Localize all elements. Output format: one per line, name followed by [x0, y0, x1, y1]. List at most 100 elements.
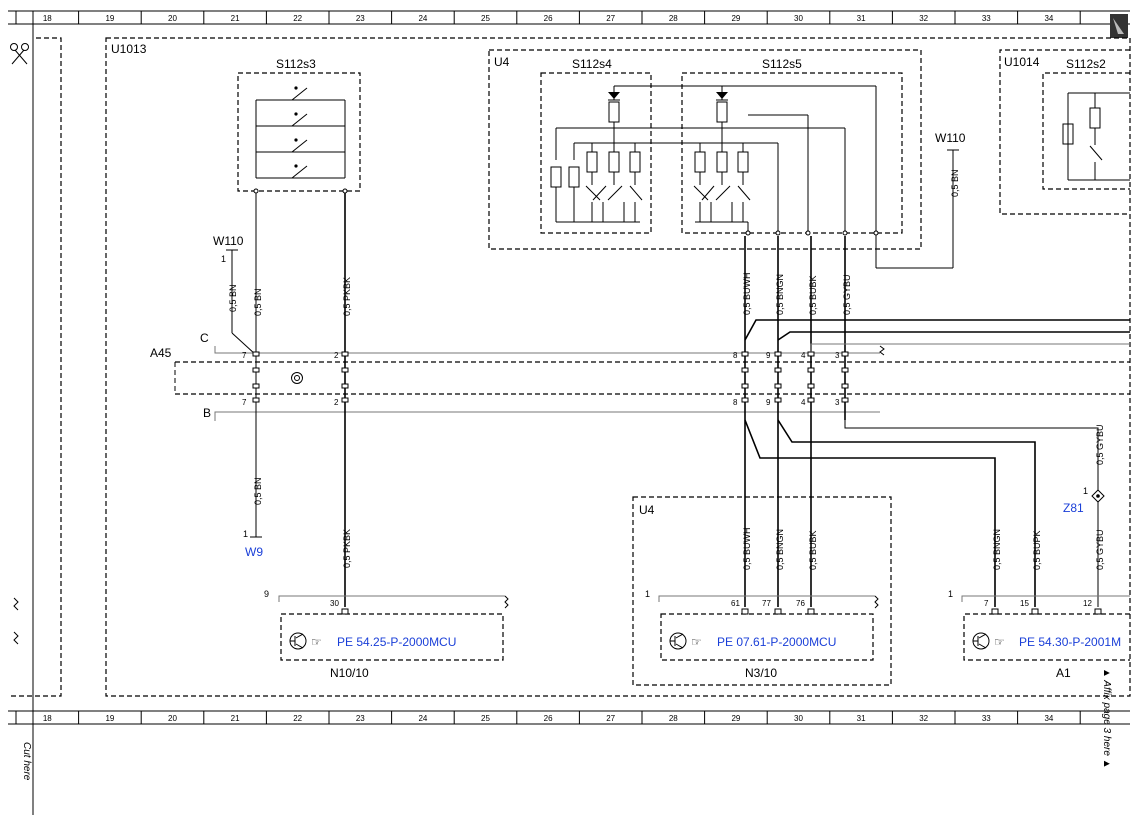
grid-column-number: 24: [418, 14, 427, 23]
bus-node: [774, 397, 782, 403]
w9-pin: 1: [243, 529, 248, 539]
bus-node: [807, 367, 815, 373]
switch-node: [294, 112, 298, 116]
wire-label-buwh-n3: 0,5 BUWH: [742, 527, 752, 570]
switch-contact: [291, 165, 308, 179]
pin-b9: 9: [766, 398, 771, 407]
wire-label-bupk-a1: 0,5 BUPK: [1032, 530, 1042, 570]
u4-bottom-label: U4: [639, 503, 655, 517]
u1014-label: U1014: [1004, 55, 1040, 69]
bus-node: [252, 397, 260, 403]
switch-node: [294, 86, 298, 90]
connector-symbol-icon: [291, 372, 303, 384]
s112s4-boundary: [540, 72, 652, 234]
bus-node: [741, 367, 749, 373]
grid-column-number: 28: [669, 714, 678, 723]
wire-label-pkbk-n10: 0,5 PKBK: [342, 529, 352, 568]
bus-node: [341, 351, 349, 357]
pin-b8: 8: [733, 398, 738, 407]
pin-n3-61: 61: [731, 599, 740, 608]
pin-c3: 3: [835, 351, 840, 360]
bus-node: [252, 383, 260, 389]
transistor-icon: [972, 632, 990, 650]
z81-pin: 1: [1083, 486, 1088, 496]
u1013-label: U1013: [111, 42, 147, 56]
u4-bottom-boundary: [632, 496, 892, 686]
scissors-icon: [10, 43, 29, 65]
wire-label-buwh: 0,5 BUWH: [742, 272, 752, 315]
grid-column-number: 27: [606, 714, 615, 723]
pin-b4: 4: [801, 398, 806, 407]
bus-node: [841, 367, 849, 373]
transistor-icon: [289, 632, 307, 650]
switch-node: [294, 164, 298, 168]
bus-node: [341, 383, 349, 389]
z81-splice-icon: [1091, 489, 1105, 503]
wire-label-bngn: 0,5 BNGN: [775, 274, 785, 315]
pin-c8: 8: [733, 351, 738, 360]
wire-label-bubk-n3: 0,5 BUBK: [808, 530, 818, 570]
bus-node: [841, 397, 849, 403]
switch-contact: [291, 87, 308, 101]
n10-count: 9: [264, 589, 269, 599]
w110-left-pin: 1: [221, 254, 226, 264]
grid-column-number: 33: [982, 714, 991, 723]
w110-left-label: W110: [213, 234, 244, 248]
bus-node: [741, 397, 749, 403]
pin-c2: 2: [334, 351, 339, 360]
n10-reference-link[interactable]: PE 54.25-P-2000MCU: [337, 635, 456, 649]
a1-reference-link[interactable]: PE 54.30-P-2001M: [1019, 635, 1121, 649]
n3-count: 1: [645, 589, 650, 599]
grid-column-number: 26: [544, 714, 553, 723]
wire-label-bn-s3: 0,5 BN: [253, 288, 263, 316]
wire-label-pkbk-s3: 0,5 PKBK: [342, 277, 352, 316]
bus-node: [774, 351, 782, 357]
a1-count: 1: [948, 589, 953, 599]
grid-column-number: 32: [919, 714, 928, 723]
page-corner-icon[interactable]: [1110, 14, 1128, 38]
grid-column-number: 21: [231, 714, 240, 723]
grid-column-number: 28: [669, 14, 678, 23]
grid-column-number: 30: [794, 14, 803, 23]
u4-top-boundary: [488, 49, 922, 250]
pin-a1-7: 7: [984, 599, 989, 608]
pin-c7: 7: [242, 351, 247, 360]
z81-link[interactable]: Z81: [1063, 501, 1084, 515]
s112s5-label: S112s5: [762, 57, 802, 71]
grid-column-number: 19: [105, 14, 114, 23]
wire-label-bn-w9: 0,5 BN: [253, 477, 263, 505]
bus-node: [341, 397, 349, 403]
w9-link[interactable]: W9: [245, 545, 263, 559]
bus-node: [341, 367, 349, 373]
grid-column-number: 24: [418, 714, 427, 723]
wire-label-gybu-a1: 0,5 GYBU: [1095, 529, 1105, 570]
pointing-hand-icon: ☞: [691, 635, 702, 649]
pin-c9: 9: [766, 351, 771, 360]
a45-label: A45: [150, 346, 172, 360]
grid-column-number: 19: [105, 714, 114, 723]
transistor-icon: [669, 632, 687, 650]
cut-here-label: Cut here: [21, 742, 32, 781]
pin-a1-12: 12: [1083, 599, 1092, 608]
affix-here-label: ▲ Affix page 3 here ▲: [1101, 668, 1112, 769]
switch-contact: [291, 139, 308, 153]
pin-n10-30: 30: [330, 599, 339, 608]
controller-a1: 1 7 15 12 ☞ PE 54.30-P-2001M A1: [948, 589, 1130, 680]
wire-label-bngn-n3: 0,5 BNGN: [775, 529, 785, 570]
grid-column-number: 34: [1044, 714, 1053, 723]
grid-column-number: 22: [293, 714, 302, 723]
wire-label-gybu-z81: 0,5 GYBU: [1095, 424, 1105, 465]
grid-column-number: 23: [356, 14, 365, 23]
grid-column-number: 33: [982, 14, 991, 23]
bus-node: [774, 367, 782, 373]
grid-column-number: 31: [857, 14, 866, 23]
grid-column-number: 18: [43, 714, 52, 723]
grid-column-number: 29: [731, 714, 740, 723]
switch-contact: [291, 113, 308, 127]
wire-label-gybu: 0,5 GYBU: [842, 274, 852, 315]
n3-reference-link[interactable]: PE 07.61-P-2000MCU: [717, 635, 836, 649]
